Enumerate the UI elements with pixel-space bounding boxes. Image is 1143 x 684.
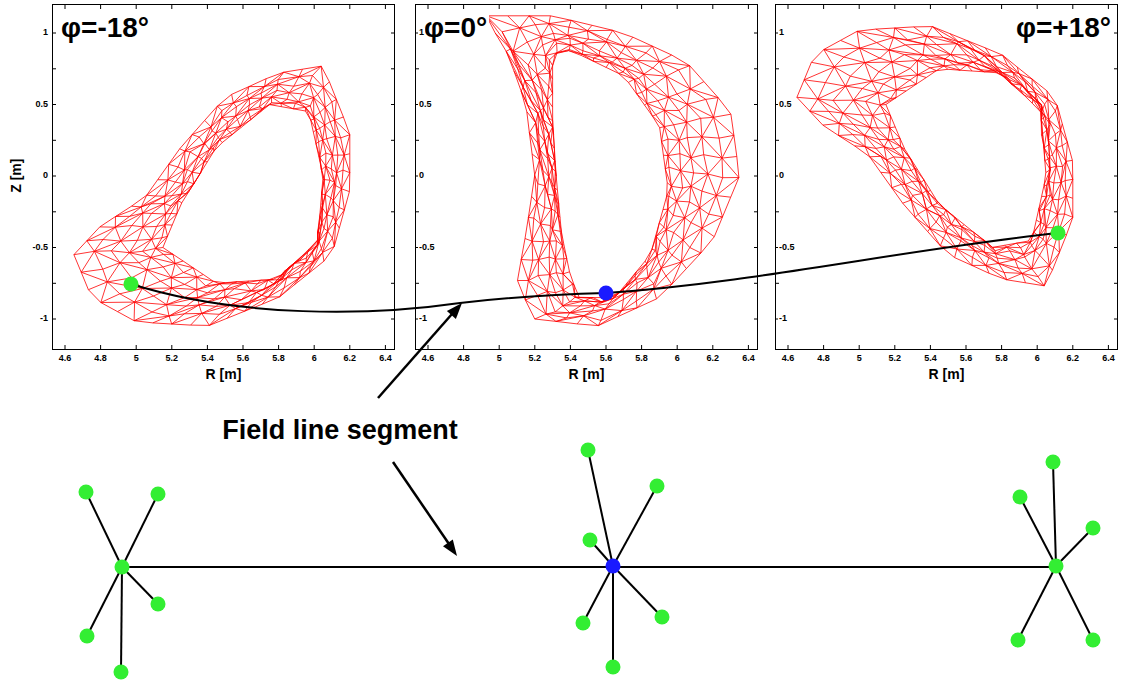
triangular-mesh [74, 66, 350, 325]
tick-value: -0.5 [418, 243, 436, 253]
tick-value: 5.4 [924, 354, 937, 364]
tick-marks [52, 4, 1118, 350]
angle-label: φ=0° [422, 13, 489, 44]
tick-value: 5.2 [529, 354, 542, 364]
tick-value: 0 [43, 171, 48, 181]
tick-value: 4.8 [457, 354, 470, 364]
tick-value: 6.4 [379, 354, 392, 364]
tick-value: -0.5 [32, 243, 48, 253]
angle-label: φ=-18° [59, 13, 151, 44]
field-line [131, 233, 1058, 312]
tick-value: 4.6 [782, 354, 795, 364]
tick-value: -0.5 [778, 243, 796, 253]
grid-point [124, 277, 139, 292]
triangular-mesh [797, 27, 1073, 286]
tick-value: 6 [675, 354, 680, 364]
tick-value: 5.4 [564, 354, 577, 364]
axis-title: R [m] [929, 367, 965, 382]
tick-mark [52, 4, 1118, 350]
grid-point [599, 286, 614, 301]
tick-value: 6 [312, 354, 317, 364]
tick-value: 5 [857, 354, 862, 364]
center-point [606, 559, 621, 574]
callout-label: Field line segment [222, 416, 458, 446]
tick-value: 1 [778, 28, 785, 38]
tick-value: 1 [418, 28, 425, 38]
plot-panel: φ=+18° [775, 4, 1118, 350]
axis-title: R [m] [569, 367, 605, 382]
tick-value: 1 [43, 28, 48, 38]
tick-value: 4.8 [817, 354, 830, 364]
tick-value: 5.2 [166, 354, 179, 364]
plot-panel: φ=-18° [52, 4, 395, 350]
tick-value: 6.4 [742, 354, 755, 364]
tick-value: 4.8 [94, 354, 107, 364]
tick-value: 5.4 [201, 354, 214, 364]
tick-value: -1 [40, 314, 48, 324]
grid-point [1051, 226, 1066, 241]
tick-value: -1 [778, 314, 788, 324]
tick-value: 0 [778, 171, 785, 181]
mesh-group [74, 16, 1073, 326]
tick-value: 6.2 [344, 354, 357, 364]
angle-label: φ=+18° [1014, 13, 1113, 44]
tick-value: 5.6 [237, 354, 250, 364]
plot-panel: φ=0° [415, 4, 758, 350]
tick-value: 5.8 [995, 354, 1008, 364]
field-line-schematic [86, 450, 1093, 672]
tick-value: 5 [497, 354, 502, 364]
tick-value: 5.2 [889, 354, 902, 364]
tick-value: 6.2 [1067, 354, 1080, 364]
axis-title: Z [m] [9, 159, 24, 193]
tick-value: 0.5 [418, 100, 433, 110]
tick-value: 6 [1035, 354, 1040, 364]
tick-value: 6.2 [707, 354, 720, 364]
tick-value: -1 [418, 314, 428, 324]
triangular-mesh [486, 16, 739, 326]
tick-value: 5.6 [960, 354, 973, 364]
tick-value: 5 [134, 354, 139, 364]
tick-value: 4.6 [59, 354, 72, 364]
tick-value: 5.8 [272, 354, 285, 364]
neighbour-points [79, 443, 1101, 680]
axis-title: R [m] [206, 367, 242, 382]
tick-value: 6.4 [1102, 354, 1115, 364]
tick-value: 0.5 [778, 100, 793, 110]
tick-value: 4.6 [422, 354, 435, 364]
tick-value: 5.8 [635, 354, 648, 364]
tick-value: 0 [418, 171, 425, 181]
tick-value: 0.5 [35, 100, 48, 110]
tick-value: 5.6 [600, 354, 613, 364]
